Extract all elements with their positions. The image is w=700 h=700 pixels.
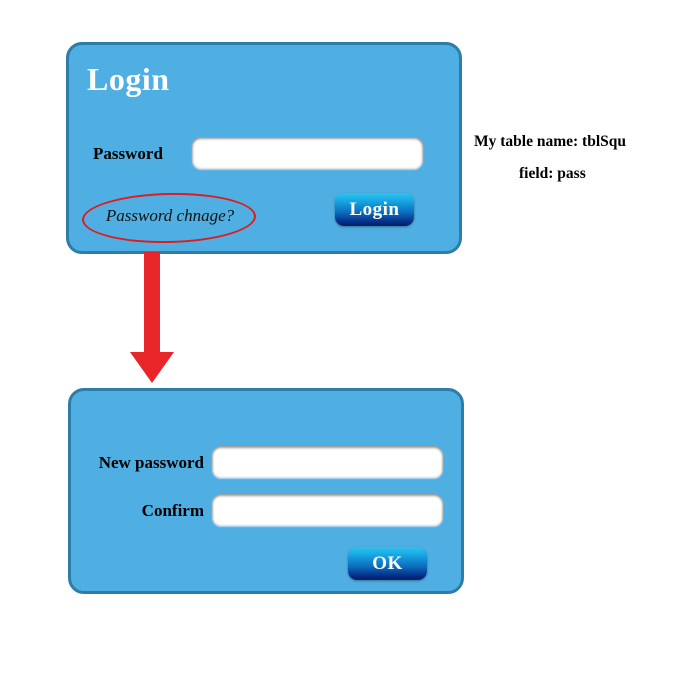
ok-button[interactable]: OK — [348, 547, 427, 580]
new-password-input[interactable] — [212, 446, 443, 478]
page-title: Login — [87, 61, 170, 97]
down-arrow-icon — [130, 252, 174, 383]
password-input[interactable] — [192, 137, 423, 169]
password-change-link[interactable]: Password chnage? — [105, 206, 235, 225]
login-button[interactable]: Login — [335, 193, 414, 226]
confirm-password-label: Confirm — [141, 501, 204, 520]
password-change-panel: New password Confirm OK — [68, 388, 464, 594]
new-password-label: New password — [98, 453, 204, 472]
password-label: Password — [93, 144, 163, 163]
confirm-password-input[interactable] — [212, 494, 443, 526]
annotation-field-name: field: pass — [519, 165, 586, 182]
login-panel: Login Password Login — [66, 42, 462, 254]
annotation-table-name: My table name: tblSqu — [474, 133, 626, 150]
